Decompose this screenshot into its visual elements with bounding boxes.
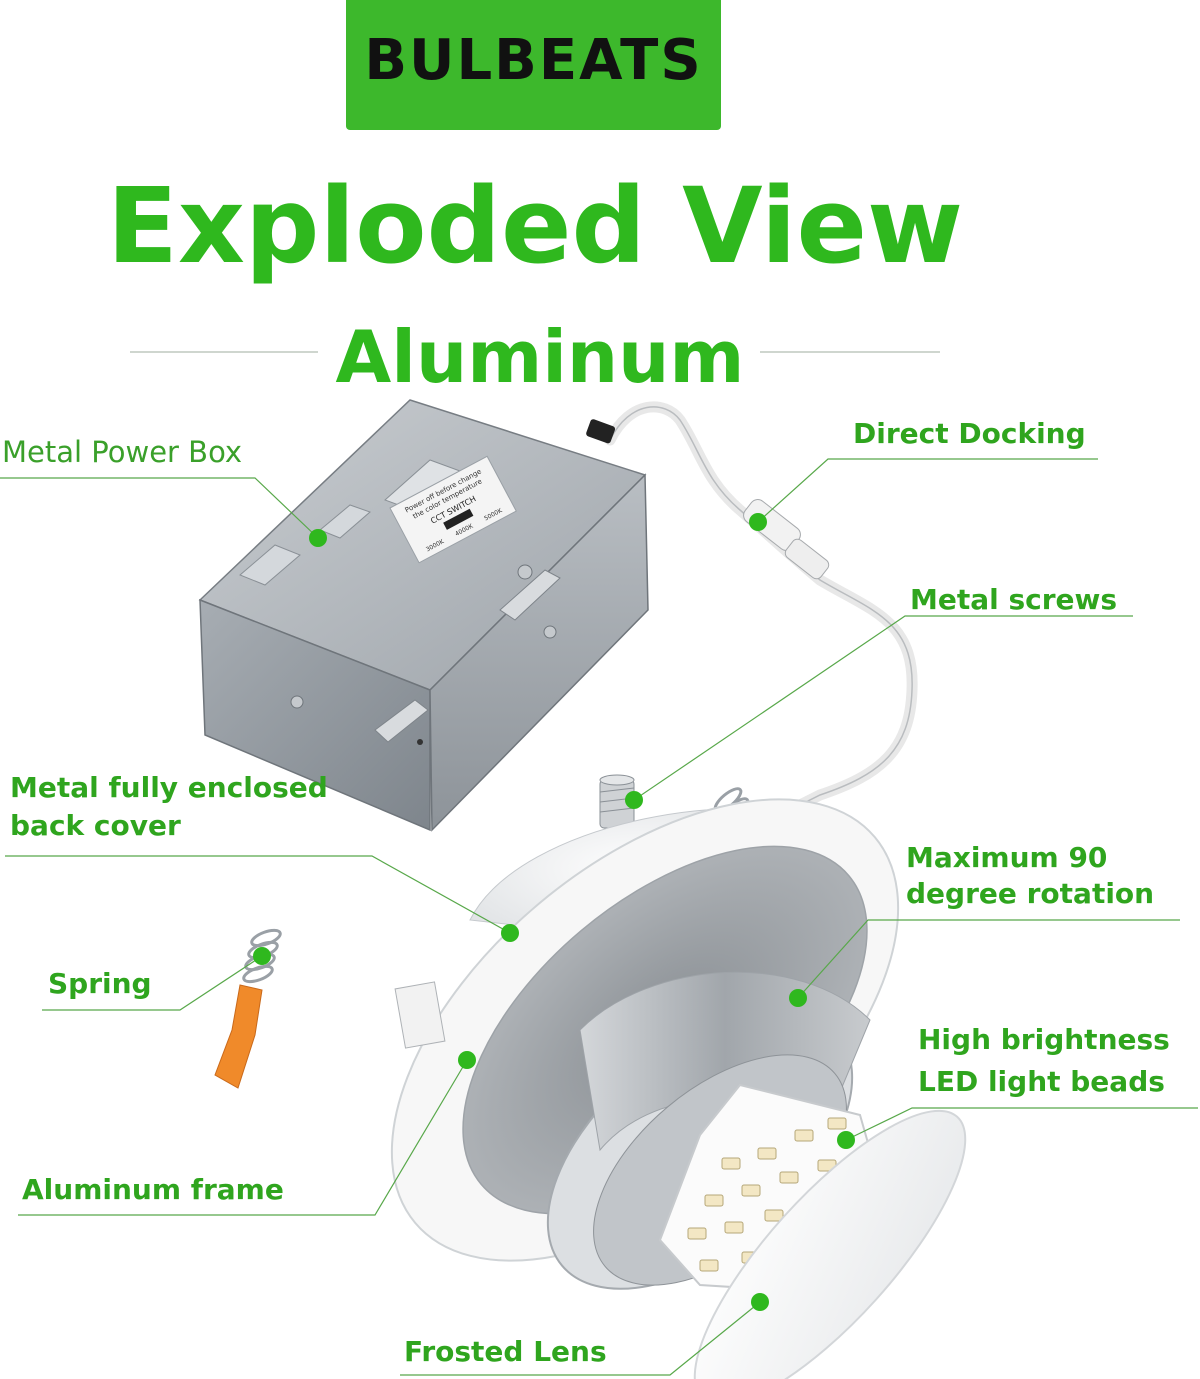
- led-beads-dot: [837, 1131, 855, 1149]
- label-led-line2: LED light beads: [918, 1065, 1165, 1098]
- spring-dot: [253, 947, 271, 965]
- spring-part: [214, 928, 282, 1089]
- page-title: Exploded View: [106, 165, 964, 287]
- metal-power-box: [198, 399, 649, 832]
- box-sticker: Power off before change the color temper…: [389, 455, 517, 564]
- label-metal-screws: Metal screws: [910, 583, 1118, 616]
- leader-lines: [0, 458, 1198, 1376]
- page-subtitle: Aluminum: [335, 315, 745, 399]
- callout-dots: [253, 513, 855, 1311]
- back-cover-dot: [501, 924, 519, 942]
- frosted-lens-dot: [751, 1293, 769, 1311]
- label-rotation-line1: Maximum 90: [906, 841, 1108, 874]
- direct-docking-dot: [749, 513, 767, 531]
- frosted-lens: [693, 1109, 967, 1379]
- label-direct-docking: Direct Docking: [853, 417, 1086, 450]
- label-spring: Spring: [48, 967, 152, 1000]
- label-aluminum-frame: Aluminum frame: [22, 1173, 284, 1206]
- label-frosted-lens: Frosted Lens: [404, 1335, 607, 1368]
- label-metal-power-box: Metal Power Box: [2, 435, 243, 469]
- brand-logo-banner: BULBEATS: [346, 0, 721, 130]
- metal-screw: [599, 774, 635, 829]
- label-led-line1: High brightness: [918, 1023, 1170, 1056]
- power-box-dot: [309, 529, 327, 547]
- label-rotation-line2: degree rotation: [906, 877, 1155, 910]
- brand-logo-text: BULBEATS: [364, 28, 703, 93]
- aluminum-frame-dot: [458, 1051, 476, 1069]
- label-back-cover-line2: back cover: [10, 809, 181, 842]
- label-back-cover-line1: Metal fully enclosed: [10, 771, 328, 804]
- metal-screws-dot: [625, 791, 643, 809]
- docking-cable: [586, 401, 918, 816]
- rotation-dot: [789, 989, 807, 1007]
